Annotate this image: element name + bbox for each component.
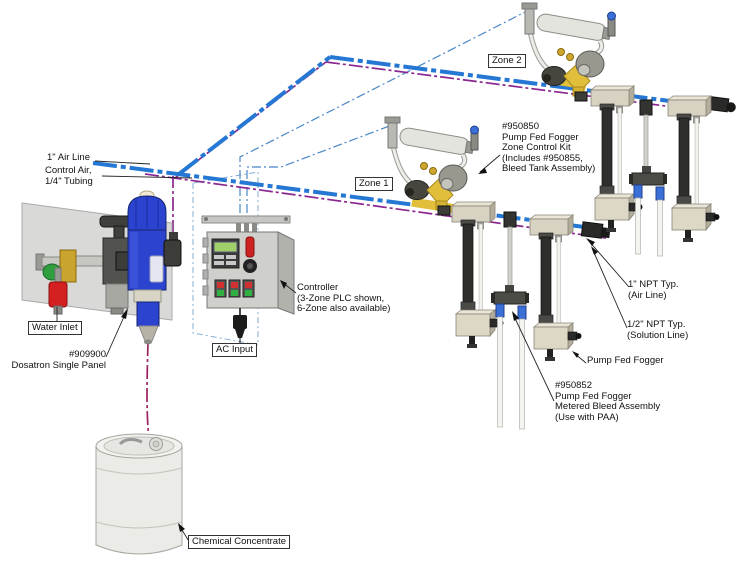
control-air-label: Control Air, 1/4" Tubing [45, 165, 93, 187]
zone-switches [214, 279, 255, 298]
zone2-fogger-1 [590, 85, 643, 233]
zone2-label: Zone 2 [488, 54, 526, 68]
pump-fed-fogger-label: Pump Fed Fogger [587, 355, 664, 366]
zone1-solution-line [144, 173, 607, 239]
alarm-light [245, 236, 255, 258]
water-inlet-label: Water Inlet [28, 321, 82, 335]
zone1-control-tube [246, 124, 393, 230]
dosatron-pump [127, 190, 182, 345]
chemical-suction-line [146, 341, 150, 441]
zone-control-kit-label: #950850 Pump Fed Fogger Zone Control Kit… [502, 121, 596, 174]
drum-handle [118, 437, 143, 446]
controller-label: Controller (3-Zone PLC shown, 6-Zone als… [297, 282, 391, 314]
dosatron-panel-label: #909900 Dosatron Single Panel [11, 349, 106, 371]
air-line-label: 1" Air Line [47, 152, 90, 163]
chemical-concentrate-label: Chemical Concentrate [188, 535, 290, 549]
zone2-air-line [329, 55, 717, 109]
brass-valve-body [59, 249, 77, 283]
control-air-tubing-lines [239, 7, 534, 230]
riser-air-line [177, 55, 332, 176]
mounting-bracket [201, 215, 291, 224]
zone1-solenoid-valve [470, 125, 479, 135]
npt-solution-label: 1/2" NPT Typ. (Solution Line) [627, 319, 689, 341]
controller-side [277, 231, 295, 315]
zone2-metered-bleed [629, 99, 667, 257]
plc-screen [213, 241, 238, 253]
zone2-control-kit [521, 2, 616, 102]
filter-bowl [105, 283, 129, 309]
zone2-fogger-2 [667, 95, 720, 243]
zone1-fogger-2 [529, 214, 582, 362]
npt-air-label: 1" NPT Typ. (Air Line) [628, 279, 679, 301]
controller-enclosure-outline [192, 171, 259, 346]
ac-input-label: AC Input [212, 343, 257, 357]
ac-plug [233, 315, 247, 329]
zone1-fogger-1 [451, 201, 504, 349]
red-ball-valve [48, 281, 68, 308]
pump-discharge-fitting [163, 239, 182, 267]
zone2-bleed-tank [536, 13, 612, 41]
chemical-drum [95, 433, 183, 555]
pump-collar [133, 289, 162, 303]
zone1-label: Zone 1 [355, 177, 393, 191]
zone2-control-tube [239, 7, 534, 230]
zone1-control-kit [384, 116, 479, 216]
zone2-solenoid-valve [607, 11, 616, 21]
zone2-solution-line [325, 61, 713, 113]
pump-label [149, 255, 164, 283]
leader-lines [56, 154, 630, 544]
metered-bleed-label: #950852 Pump Fed Fogger Metered Bleed As… [555, 380, 661, 423]
controller-unit [201, 215, 295, 343]
zone1-bleed-tank [399, 127, 475, 155]
zone1-metered-bleed [491, 211, 529, 430]
